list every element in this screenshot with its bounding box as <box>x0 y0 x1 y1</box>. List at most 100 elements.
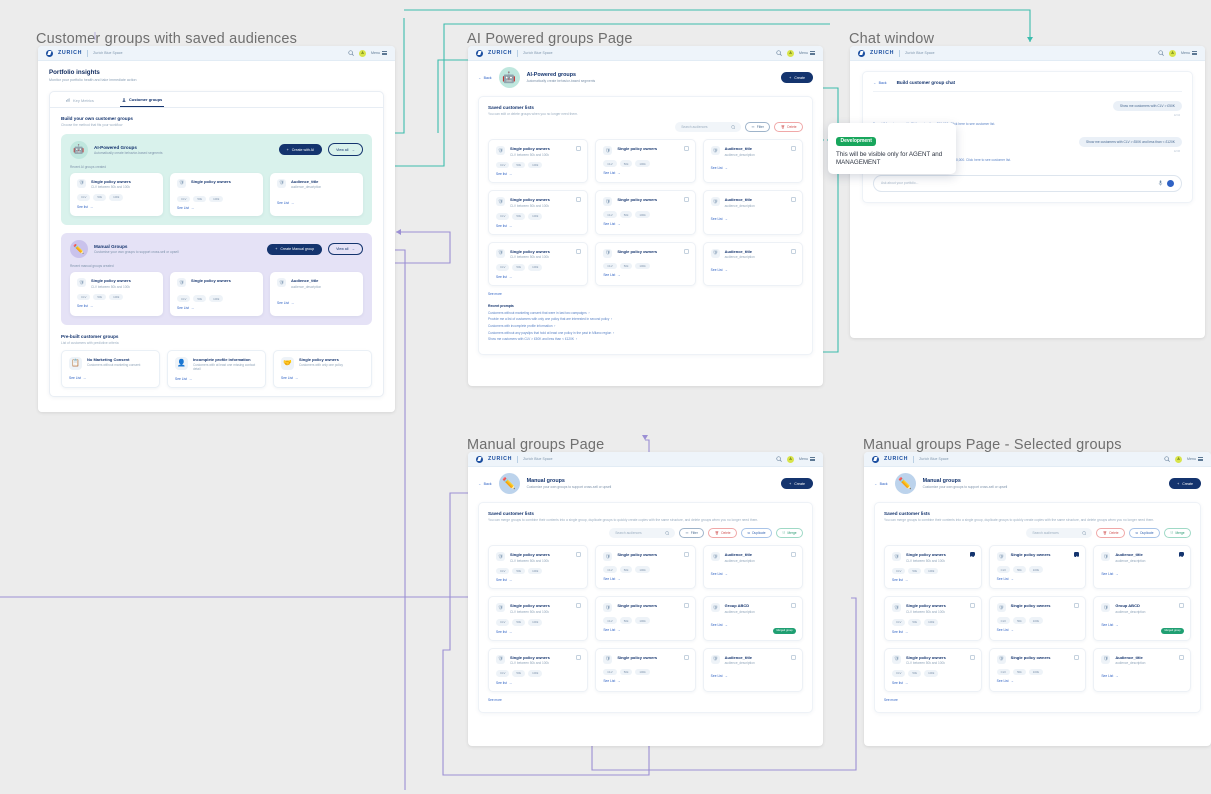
row-checkbox[interactable] <box>791 552 796 558</box>
see-list-link[interactable]: See List→ <box>711 674 795 678</box>
view-all-manual-button[interactable]: View all→ <box>328 243 363 256</box>
create-button[interactable]: +Create <box>1169 477 1201 490</box>
menu-button[interactable]: Menu <box>1181 50 1197 56</box>
see-list-link[interactable]: See List→ <box>997 679 1079 683</box>
recent-prompt-item[interactable]: Show me customers with CLV > £50K and le… <box>488 337 577 342</box>
see-list-link[interactable]: See List→ <box>603 577 687 581</box>
see-list-link[interactable]: See list→ <box>892 681 974 685</box>
row-checkbox[interactable] <box>1178 654 1184 660</box>
see-list-link[interactable]: See List→ <box>997 577 1079 581</box>
row-checkbox[interactable] <box>1074 603 1080 609</box>
recent-prompt-item[interactable]: Customers without marketing consent that… <box>488 310 590 315</box>
create-button[interactable]: +Create <box>781 477 813 490</box>
row-checkbox[interactable] <box>969 552 975 558</box>
search-icon[interactable] <box>776 50 782 56</box>
see-list-link[interactable]: See List→ <box>277 301 356 305</box>
row-checkbox[interactable] <box>1074 552 1080 558</box>
see-list-link[interactable]: See List→ <box>281 376 364 380</box>
duplicate-button[interactable]: ⧉Duplicate <box>1129 527 1160 539</box>
see-more-link[interactable]: See more <box>884 697 898 702</box>
see-list-link[interactable]: See list→ <box>496 681 580 685</box>
row-checkbox[interactable] <box>1178 603 1184 609</box>
row-checkbox[interactable] <box>683 146 689 152</box>
merge-button[interactable]: ⤲Merge <box>1164 527 1191 539</box>
back-button[interactable]: ←Back <box>873 81 887 85</box>
avatar[interactable]: A <box>787 49 794 57</box>
filter-button[interactable]: ⚯Filter <box>679 527 705 539</box>
row-checkbox[interactable] <box>683 603 689 609</box>
see-list-link[interactable]: See List→ <box>175 377 258 381</box>
search-input[interactable]: Search audiences <box>1026 528 1093 538</box>
delete-button[interactable]: 🗑Delete <box>1096 527 1126 539</box>
avatar[interactable]: A <box>787 455 794 463</box>
row-checkbox[interactable] <box>683 248 689 254</box>
delete-button[interactable]: 🗑Delete <box>774 121 803 133</box>
row-checkbox[interactable] <box>576 603 582 609</box>
row-checkbox[interactable] <box>791 603 796 609</box>
see-list-link[interactable]: See List→ <box>603 628 687 632</box>
see-list-link[interactable]: See List→ <box>711 572 795 576</box>
row-checkbox[interactable] <box>683 552 689 558</box>
merge-button[interactable]: ⤲Merge <box>776 527 803 539</box>
see-list-link[interactable]: See list→ <box>77 304 156 308</box>
row-checkbox[interactable] <box>683 197 689 203</box>
row-checkbox[interactable] <box>576 146 582 152</box>
chat-input[interactable]: Ask about your portfolio... <box>873 174 1182 192</box>
create-manual-group-button[interactable]: +Create Manual group <box>267 243 323 255</box>
row-checkbox[interactable] <box>1074 654 1080 660</box>
row-checkbox[interactable] <box>791 248 796 254</box>
see-list-link[interactable]: See list→ <box>892 578 974 582</box>
see-list-link[interactable]: See list→ <box>496 224 580 228</box>
row-checkbox[interactable] <box>683 654 689 660</box>
menu-button[interactable]: Menu <box>799 456 815 462</box>
back-button[interactable]: ←Back <box>478 482 492 486</box>
tab-key-metrics[interactable]: Key Metrics <box>64 92 96 107</box>
row-checkbox[interactable] <box>576 654 582 660</box>
see-more-link[interactable]: See more <box>488 291 502 296</box>
see-list-link[interactable]: See List→ <box>177 206 256 210</box>
recent-prompt-item[interactable]: Customers without any payslips that hold… <box>488 330 615 335</box>
recent-prompt-item[interactable]: Customers with incomplete profile inform… <box>488 323 556 328</box>
see-list-link[interactable]: See List→ <box>603 171 687 175</box>
search-icon[interactable] <box>348 50 354 56</box>
see-list-link[interactable]: See List→ <box>1101 674 1183 678</box>
send-icon[interactable] <box>1167 179 1174 187</box>
see-list-link[interactable]: See List→ <box>603 273 687 277</box>
row-checkbox[interactable] <box>791 197 796 203</box>
see-list-link[interactable]: See list→ <box>496 578 580 582</box>
search-icon[interactable] <box>776 456 782 462</box>
avatar[interactable]: A <box>1169 49 1176 57</box>
avatar[interactable]: A <box>359 49 366 57</box>
see-list-link[interactable]: See list→ <box>77 205 156 209</box>
back-button[interactable]: ←Back <box>478 76 492 80</box>
see-list-link[interactable]: See List→ <box>1101 572 1183 576</box>
back-button[interactable]: ←Back <box>874 482 888 486</box>
menu-button[interactable]: Menu <box>1187 456 1203 462</box>
see-list-link[interactable]: See List→ <box>277 201 356 205</box>
create-button[interactable]: +Create <box>781 71 813 84</box>
menu-button[interactable]: Menu <box>371 50 387 56</box>
